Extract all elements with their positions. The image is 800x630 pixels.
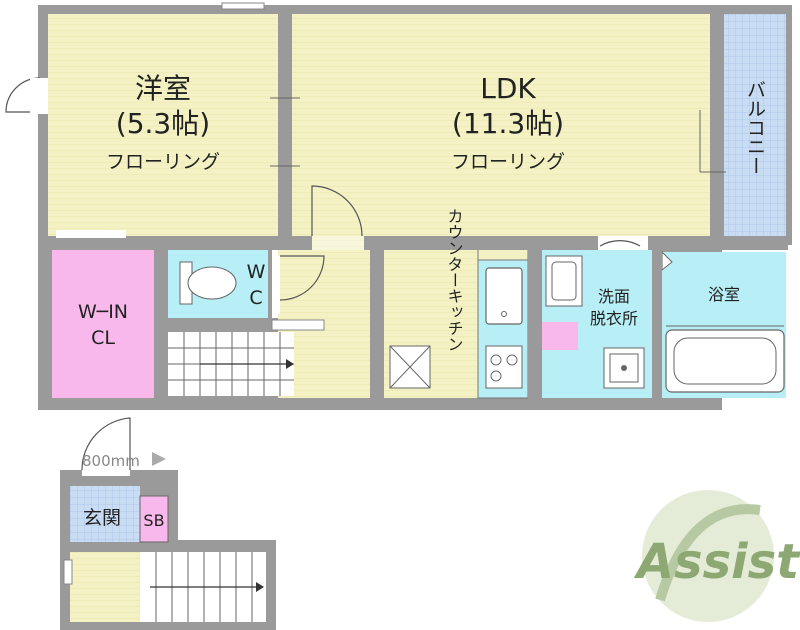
sink: [485, 267, 523, 325]
bathtub: [665, 329, 785, 393]
logo-text: Assist: [633, 534, 800, 590]
shoe-box: [139, 495, 169, 543]
washroom-label-line2: 脱衣所: [590, 309, 638, 328]
kitchen-label: カウンターキッチン: [445, 208, 464, 352]
western-room-size: (5.3帖): [116, 107, 210, 140]
entrance-label: 玄関: [83, 507, 121, 529]
ldk-size: (11.3帖): [452, 107, 564, 140]
wc-label-line2: C: [249, 287, 262, 309]
ldk-floor: [292, 14, 710, 236]
assist-logo: Assist: [633, 490, 800, 622]
ldk-floor-type: フローリング: [451, 151, 565, 173]
wc-label-line1: W: [247, 261, 266, 283]
shoe-box-label: SB: [143, 511, 164, 530]
bath-label: 浴室: [708, 285, 740, 304]
washroom-label-line1: 洗面: [598, 287, 630, 306]
wic-label-line2: CL: [91, 327, 115, 349]
entrance-floor-tile: [70, 486, 140, 542]
balcony-label: バルコニー: [744, 80, 766, 175]
main-floor: [5, 2, 792, 410]
room-labels: 洋室 (5.3帖) フローリング LDK (11.3帖) フローリング W─IN…: [78, 72, 740, 349]
wic-floor: [52, 250, 154, 398]
wic-label-line1: W─IN: [78, 301, 128, 323]
toilet: [179, 261, 237, 305]
western-room-floor: [48, 14, 278, 236]
stove: [485, 345, 523, 389]
entrance-floor: [60, 417, 276, 630]
washing-machine-space: [603, 347, 645, 389]
ldk-name: LDK: [480, 72, 536, 105]
washbasin: [545, 255, 583, 307]
western-room-name: 洋室: [135, 72, 191, 105]
balcony-floor: [724, 14, 786, 236]
western-room-floor-type: フローリング: [106, 151, 220, 173]
door-width-note: 800mm: [82, 452, 140, 470]
